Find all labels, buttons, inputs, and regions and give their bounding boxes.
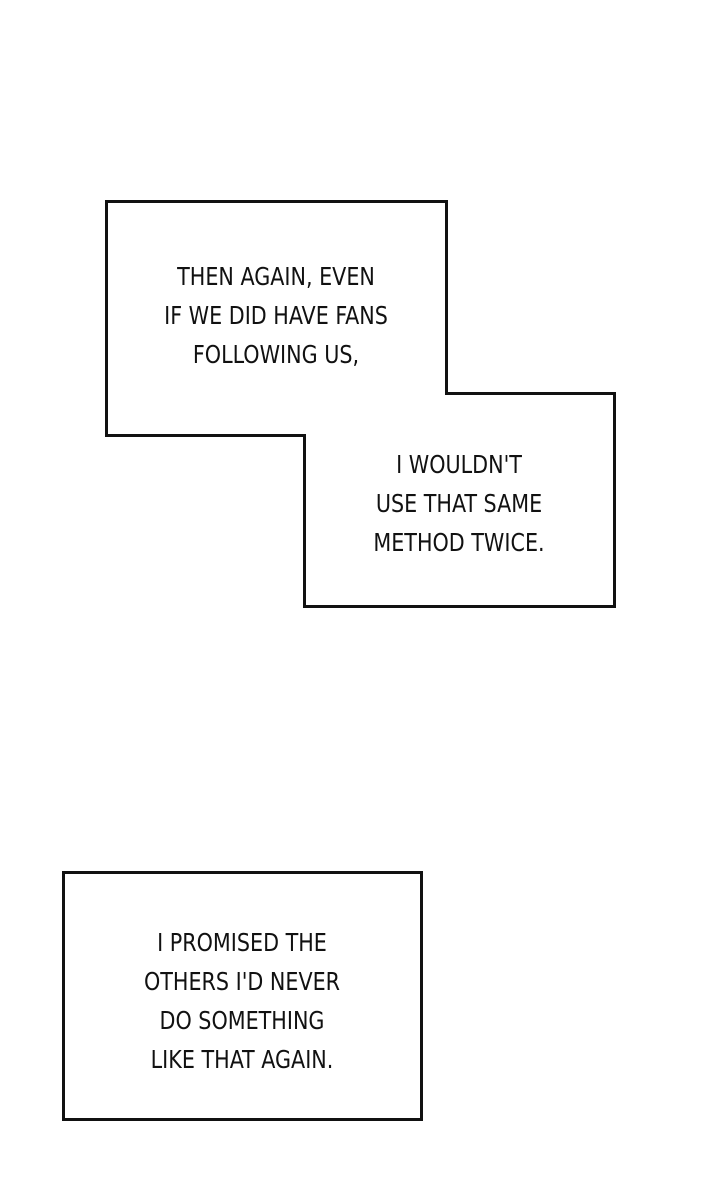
caption-box-1-text: THEN AGAIN, EVEN IF WE DID HAVE FANS FOL… [106,257,446,374]
caption-line: I PROMISED THE [157,928,327,957]
caption-box-2-text: I WOULDN'T USE THAT SAME METHOD TWICE. [304,445,614,562]
caption-line: OTHERS I'D NEVER [143,967,341,996]
stepped-caption-box-outline [105,200,616,608]
caption-line: LIKE THAT AGAIN. [150,1045,334,1074]
caption-line: METHOD TWICE. [373,528,545,557]
caption-line: THEN AGAIN, EVEN [177,262,375,291]
caption-line: IF WE DID HAVE FANS [164,301,388,330]
caption-line: USE THAT SAME [375,489,543,518]
caption-line: FOLLOWING US, [192,340,360,369]
caption-box-3-outline [62,871,423,1121]
caption-line: DO SOMETHING [159,1006,325,1035]
caption-line: I WOULDN'T [396,450,522,479]
caption-box-3-text: I PROMISED THE OTHERS I'D NEVER DO SOMET… [63,923,421,1079]
